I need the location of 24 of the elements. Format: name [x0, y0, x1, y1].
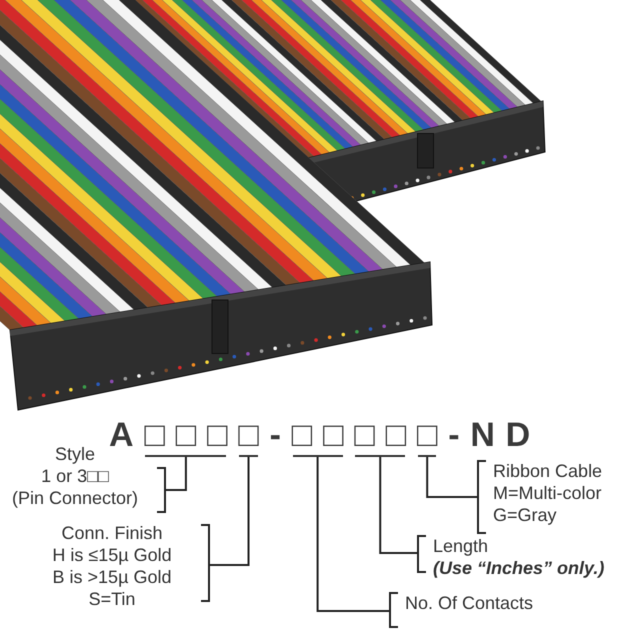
leader-line — [379, 457, 417, 554]
field-option: H is ≤15µ Gold — [30, 544, 194, 566]
field-option: 1 or 3□□ — [0, 465, 150, 487]
underline-bar — [292, 455, 343, 457]
field-option: (Pin Connector) — [0, 487, 150, 509]
leader-line — [210, 457, 250, 566]
field-label: Conn. Finish — [60, 522, 164, 544]
field-option: B is >15µ Gold — [30, 566, 194, 588]
leader-line — [166, 457, 187, 491]
field-option: G=Gray — [493, 504, 637, 526]
field-label: No. Of Contacts — [405, 592, 534, 614]
field-label: Length — [433, 535, 490, 557]
underline-bar — [418, 455, 436, 457]
underline-bar — [145, 455, 226, 457]
field-label: Ribbon Cable — [493, 460, 604, 482]
leader-line — [316, 457, 389, 612]
field-option: M=Multi-color — [493, 482, 637, 504]
underline-bar — [239, 455, 258, 457]
part-number: A□□□□-□□□□□-ND — [109, 416, 541, 454]
leader-line — [426, 457, 477, 498]
field-option: S=Tin — [30, 588, 194, 610]
usage-note: (Use “Inches” only.) — [433, 557, 606, 579]
field-label: Style — [54, 443, 96, 465]
underline-bar — [355, 455, 406, 457]
